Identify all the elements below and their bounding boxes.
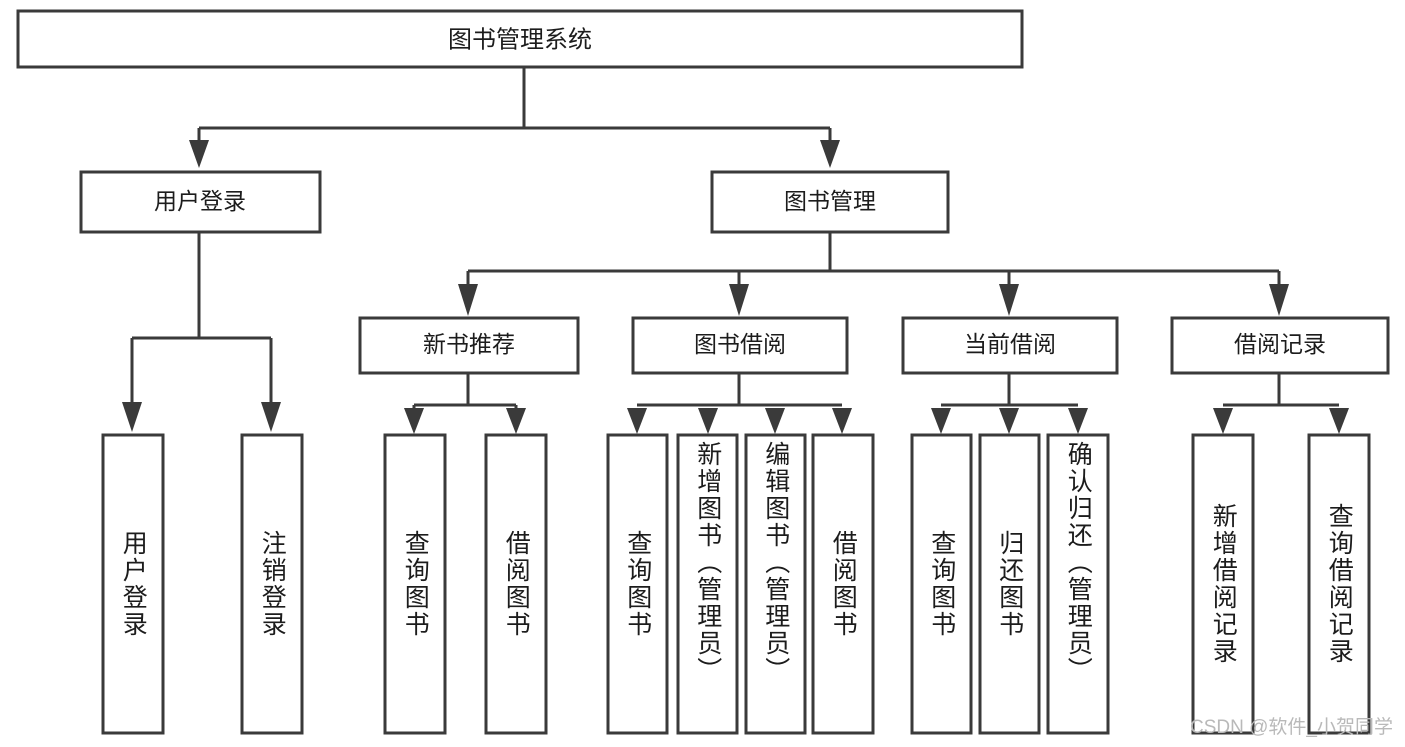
arrow-head-borrowrecord — [1269, 284, 1289, 316]
node-new-book-recommend-label: 新书推荐 — [423, 331, 515, 357]
node-borrow-record[interactable]: 借阅记录 — [1170, 316, 1390, 375]
arrow-head-bookborrow — [729, 284, 749, 316]
arrow-head-leaf-newbook-1 — [404, 408, 424, 434]
leaf-box-bookborrow-1[interactable] — [606, 433, 669, 735]
arrow-head-leaf-userlogin-2 — [261, 402, 281, 432]
node-current-borrow[interactable]: 当前借阅 — [901, 316, 1119, 375]
node-user-login[interactable]: 用户登录 — [79, 170, 322, 234]
arrow-head-book-manage — [820, 140, 840, 168]
node-user-login-box[interactable] — [79, 170, 322, 234]
node-borrow-record-label: 借阅记录 — [1234, 331, 1326, 357]
node-current-borrow-box[interactable] — [901, 316, 1119, 375]
leaf-box-currentborrow-2[interactable] — [978, 433, 1041, 735]
arrow-head-currentborrow — [999, 284, 1019, 316]
connector-currentborrow-to-leaves — [931, 373, 1088, 434]
leaf-box-currentborrow-1[interactable] — [910, 433, 973, 735]
leaf-box-bookborrow-2[interactable] — [676, 433, 739, 735]
leaf-box-bookborrow-4[interactable] — [811, 433, 875, 735]
watermark-credit: CSDN @软件_小贺同学 — [1190, 717, 1393, 738]
arrow-head-leaf-bookborrow-2 — [698, 408, 718, 434]
node-root-box[interactable] — [16, 9, 1024, 69]
arrow-head-leaf-bookborrow-1 — [627, 408, 647, 434]
arrow-head-leaf-currentborrow-2 — [999, 408, 1019, 434]
node-new-book-recommend[interactable]: 新书推荐 — [358, 316, 580, 375]
connector-root-to-level2 — [189, 67, 840, 168]
node-book-manage-box[interactable] — [710, 170, 950, 234]
leaf-box-newbook-2[interactable] — [484, 433, 548, 735]
arrow-head-leaf-borrowrecord-2 — [1329, 408, 1349, 434]
node-current-borrow-label: 当前借阅 — [964, 331, 1056, 357]
node-book-manage-label: 图书管理 — [784, 188, 876, 214]
leaf-box-currentborrow-3[interactable] — [1046, 433, 1110, 735]
node-borrow-record-box[interactable] — [1170, 316, 1390, 375]
connector-newbook-to-leaves — [404, 373, 526, 434]
leaf-box-newbook-1[interactable] — [383, 433, 447, 735]
connector-borrowrecord-to-leaves — [1213, 373, 1349, 434]
arrow-head-leaf-bookborrow-3 — [765, 408, 785, 434]
leaf-box-user-login-2[interactable] — [240, 433, 304, 735]
leaf-box-borrowrecord-2[interactable] — [1307, 433, 1371, 735]
arrow-head-leaf-currentborrow-1 — [931, 408, 951, 434]
connector-bookborrow-to-leaves — [627, 373, 852, 434]
node-user-login-label: 用户登录 — [154, 188, 246, 214]
arrow-head-user-login — [189, 140, 209, 168]
arrow-head-leaf-bookborrow-4 — [832, 408, 852, 434]
node-root-system[interactable]: 图书管理系统 — [16, 9, 1024, 69]
leaf-box-borrowrecord-1[interactable] — [1191, 433, 1255, 735]
arrow-head-leaf-newbook-2 — [506, 408, 526, 434]
node-book-borrow-box[interactable] — [631, 316, 849, 375]
leaf-box-user-login-1[interactable] — [101, 433, 165, 735]
node-new-book-recommend-box[interactable] — [358, 316, 580, 375]
connector-bookmanage-to-level3 — [458, 232, 1289, 316]
arrow-head-newbook — [458, 284, 478, 316]
arrow-head-leaf-currentborrow-3 — [1068, 408, 1088, 434]
arrow-head-leaf-borrowrecord-1 — [1213, 408, 1233, 434]
node-root-label: 图书管理系统 — [448, 26, 592, 53]
leaf-box-bookborrow-3[interactable] — [744, 433, 807, 735]
node-book-manage[interactable]: 图书管理 — [710, 170, 950, 234]
connector-userlogin-to-leaves — [122, 232, 281, 432]
node-book-borrow-label: 图书借阅 — [694, 331, 786, 357]
arrow-head-leaf-userlogin-1 — [122, 402, 142, 432]
node-book-borrow[interactable]: 图书借阅 — [631, 316, 849, 375]
